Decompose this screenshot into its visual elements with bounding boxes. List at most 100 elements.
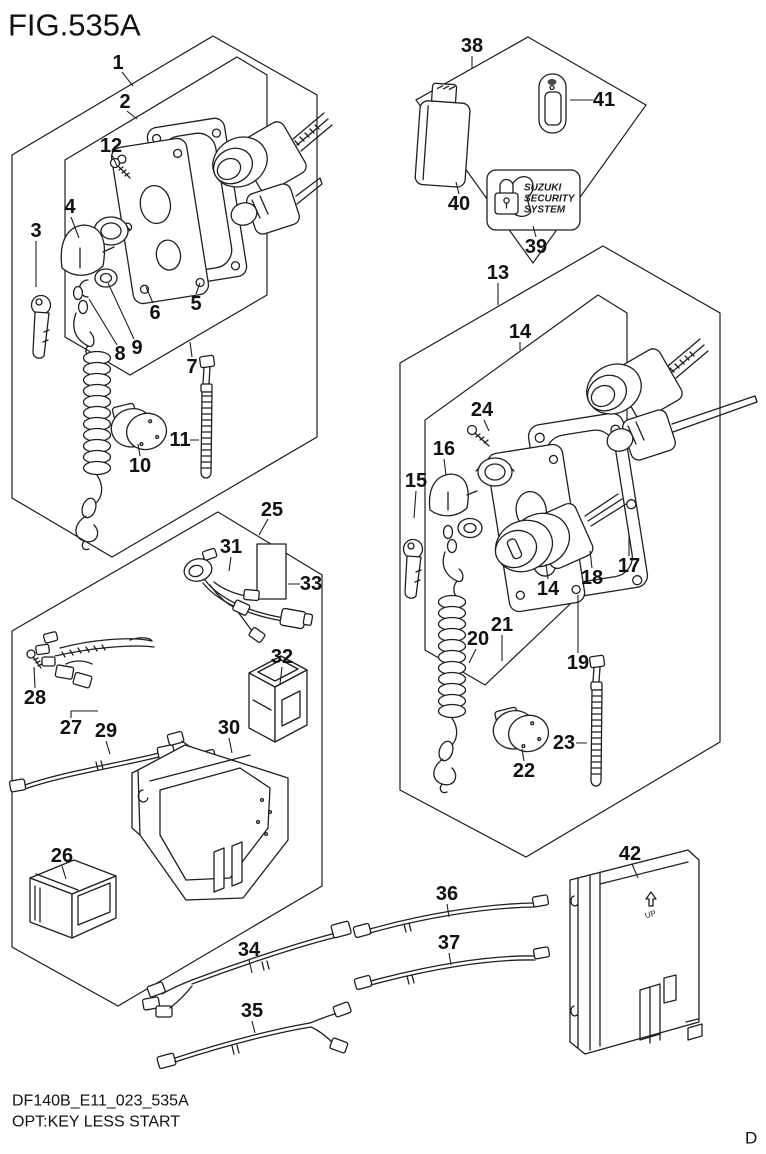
part-label-37: 37 [438,932,460,954]
figure-title: FIG.535A [8,8,141,43]
part-label-17: 17 [618,555,640,577]
part-label-20: 20 [467,628,489,650]
part-label-9: 9 [131,337,142,359]
part-label-40: 40 [448,193,470,215]
security-label-line3: SYSTEM [524,205,566,216]
panel-assy-box-19-outline [424,294,628,686]
part-label-28: 28 [24,687,46,709]
pressure-switch-2 [606,395,758,461]
rubber-cap-4 [60,224,115,276]
part-label-26: 26 [51,845,73,867]
pressure-switch-1 [230,177,323,235]
part-label-33: 33 [300,573,322,595]
harness-27 [35,631,155,689]
combination-switch-1 [212,112,333,193]
part-label-19: 19 [567,652,589,674]
card-33 [256,543,287,600]
key-3 [30,294,52,359]
harness-31 [183,547,314,643]
part-label-29: 29 [95,720,117,742]
part-label-12: 12 [100,135,122,157]
part-label-30: 30 [218,717,240,739]
part-label-15: 15 [405,470,427,492]
part-label-36: 36 [436,883,458,905]
strap-11 [198,354,216,479]
push-button-22 [492,706,550,753]
security-label-line2: SECURITY [524,194,576,205]
wire-37 [353,946,551,991]
wire-35 [156,1001,352,1070]
screw-24 [466,424,490,447]
part-label-25: 25 [261,499,283,521]
rubber-cap-16 [428,473,478,517]
part-label-23: 23 [553,732,575,754]
part-labels: 1 2 12 4 3 6 5 8 9 7 11 10 25 31 33 32 2… [24,35,641,1022]
part-label-18: 18 [581,567,603,589]
part-label-42: 42 [619,843,641,865]
kit-box-13-outline [399,245,721,858]
up-arrow-icon [645,891,657,907]
ignition-switch-14 [494,493,627,573]
wire-36 [352,894,550,939]
bolt-28 [26,649,43,669]
part-label-6: 6 [149,302,160,324]
part-label-3: 3 [30,220,41,242]
wire-34 [141,920,352,1018]
part-label-21: 21 [491,614,513,636]
part-label-35: 35 [241,1000,263,1022]
security-kit-box-38-outline [415,36,647,265]
part-label-8: 8 [114,343,125,365]
figure-option: OPT:KEY LESS START [12,1114,180,1131]
harness-box-contents [8,543,352,1070]
padlock-icon [494,178,519,215]
assembly-1 [30,112,333,551]
part-label-34: 34 [238,939,261,961]
part-label-16: 16 [433,438,455,460]
part-label-2: 2 [119,91,130,113]
part-label-4: 4 [64,196,76,218]
part-label-11: 11 [169,429,190,451]
leader-lines [33,56,639,1034]
bracket-30 [131,744,289,901]
corner-letter: D [745,1129,757,1148]
panel-assy-box-2-outline [64,56,268,376]
part-label-1: 1 [112,52,123,74]
security-label-39: SUZUKI SECURITY SYSTEM [486,169,581,231]
security-kit: SUZUKI SECURITY SYSTEM [414,73,581,231]
key-15 [402,538,424,599]
lanyard-coil-2 [433,580,467,794]
part-label-14-bottom: 14 [537,578,560,600]
assembly-2 [402,338,758,794]
part-label-13: 13 [487,262,509,284]
lock-nut-9 [94,268,118,288]
ring-nut-2 [475,457,515,487]
immobilizer-unit-40 [414,82,471,188]
part-label-32: 32 [271,646,293,668]
ecu-unit-42: UP [569,849,703,1055]
security-label-line1: SUZUKI [524,183,561,194]
part-label-27: 27 [60,717,82,739]
part-label-24: 24 [471,399,494,421]
part-label-22: 22 [513,760,535,782]
part-label-14-top: 14 [509,321,532,343]
part-label-38: 38 [461,35,483,57]
lock-nut-21 [457,517,483,539]
kit-box-1-outline [11,35,318,558]
part-label-7: 7 [186,356,197,378]
lanyard-coil-1 [75,345,112,551]
part-label-41: 41 [593,89,615,111]
group-boxes [11,35,721,1007]
part-label-39: 39 [525,236,547,258]
push-button-10 [110,402,168,451]
strap-23 [588,654,606,787]
part-label-5: 5 [190,293,201,315]
harness-box-25-outline [11,511,323,1007]
key-fob-41 [538,73,567,134]
combination-switch-2 [586,338,709,420]
part-label-31: 31 [220,536,242,558]
part-label-10: 10 [129,455,151,477]
figure-code: DF140B_E11_023_535A [12,1093,189,1110]
box-26 [29,859,117,939]
